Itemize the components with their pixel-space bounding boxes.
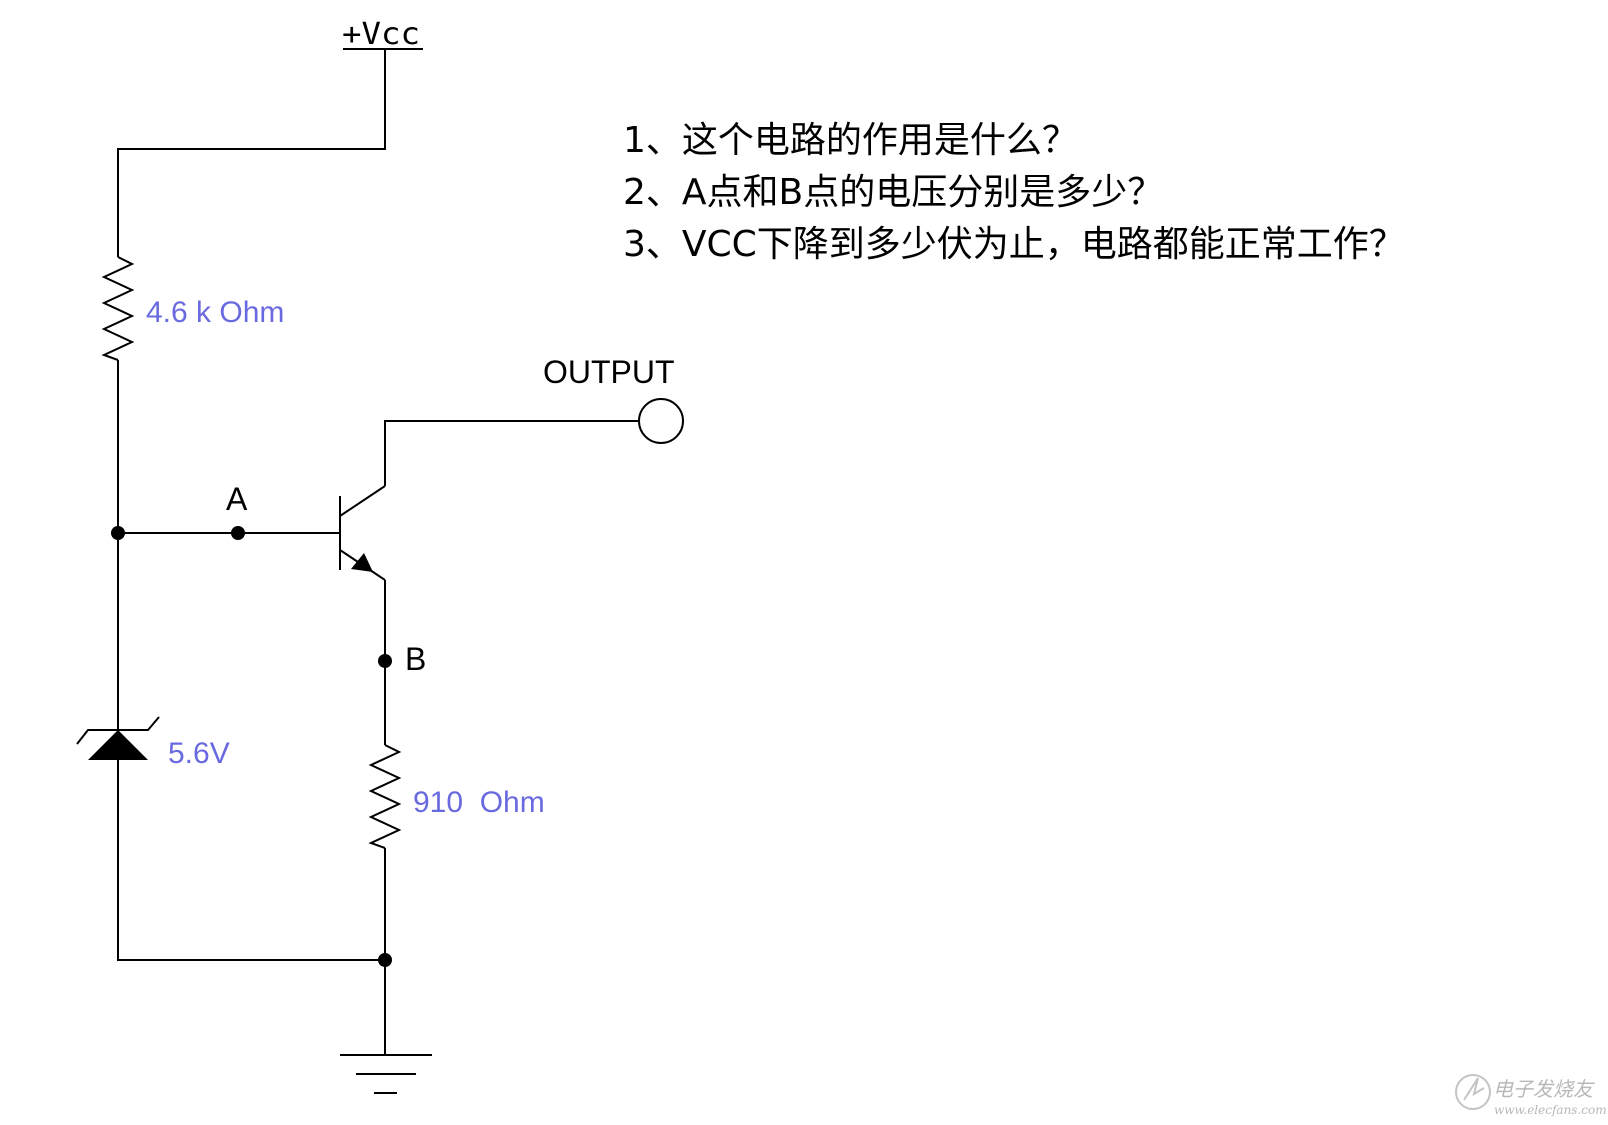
ground-symbol [340, 1054, 432, 1094]
node-a-dot [231, 526, 245, 540]
resistor-bottom-label: 910 Ohm [413, 786, 545, 819]
npn-transistor [339, 485, 386, 581]
transistor-collector-leg [339, 485, 386, 517]
watermark-icon [1455, 1074, 1491, 1110]
vcc-label: +Vcc [342, 17, 420, 52]
zener-diode [76, 716, 160, 760]
zener-triangle [88, 730, 148, 760]
question-2: 2、A点和B点的电压分别是多少？ [623, 172, 1163, 213]
wire-zener-to-ground [117, 760, 385, 961]
vcc-supply: +Vcc [342, 17, 423, 52]
output-label: OUTPUT [543, 354, 675, 390]
zener-label: 5.6V [168, 737, 230, 770]
output-terminal [638, 398, 684, 444]
node-a-label: A [226, 481, 248, 517]
wire-collector-to-output [384, 420, 638, 486]
resistor-bottom [368, 744, 402, 849]
questions-block: 1、这个电路的作用是什么？ 2、A点和B点的电压分别是多少？ 3、VCC下降到多… [623, 120, 1405, 265]
watermark-title: 电子发烧友 [1493, 1077, 1596, 1101]
junction-bottom [378, 953, 392, 967]
zener-bar [76, 716, 160, 745]
wire-vcc-to-r-top [117, 49, 386, 257]
node-b-label: B [405, 641, 426, 677]
watermark-url: www.elecfans.com [1494, 1103, 1607, 1117]
question-3: 3、VCC下降到多少伏为止，电路都能正常工作？ [623, 224, 1405, 265]
resistor-top [101, 256, 135, 361]
resistor-top-label: 4.6 k Ohm [146, 296, 284, 329]
transistor-emitter-arrow [351, 553, 373, 572]
watermark-logo: 电子发烧友 www.elecfans.com [1455, 1074, 1607, 1117]
node-b-dot [378, 654, 392, 668]
question-1: 1、这个电路的作用是什么？ [623, 120, 1078, 161]
